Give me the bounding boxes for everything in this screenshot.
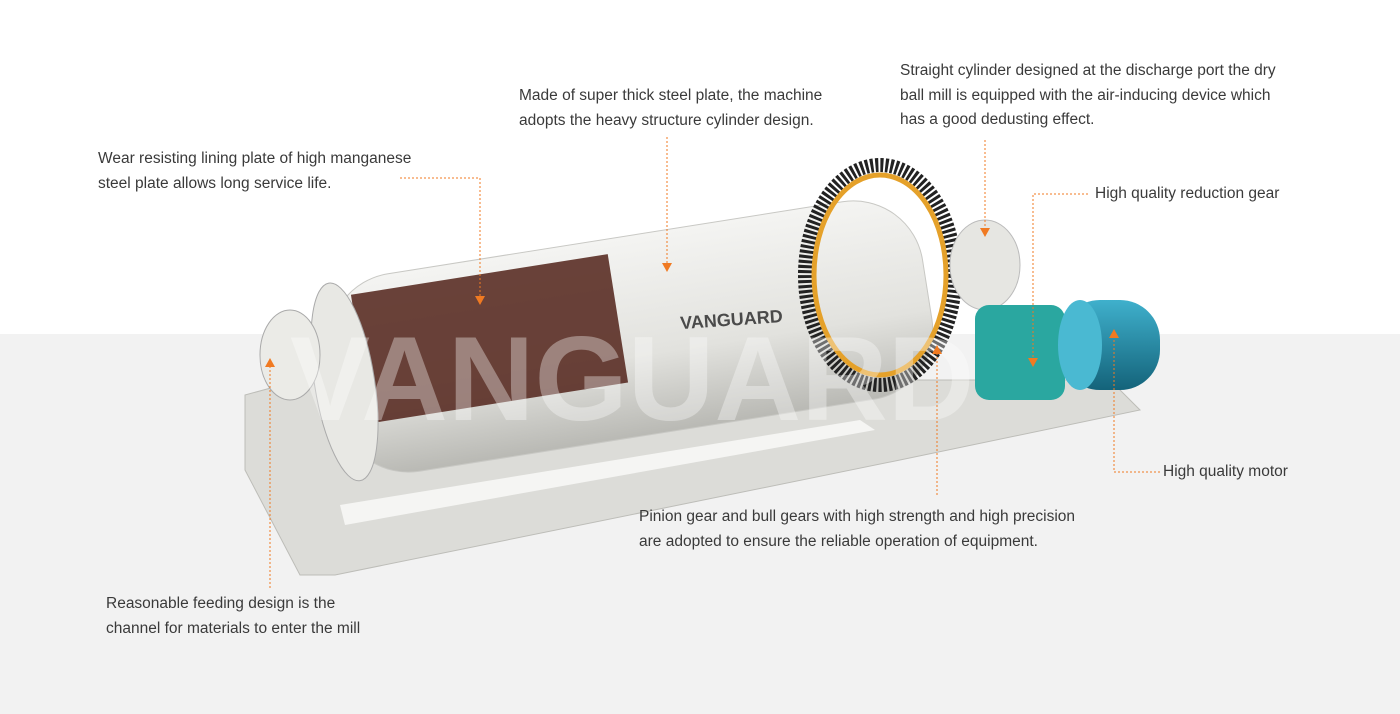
leader-arrows [265, 228, 1119, 367]
annotation-line: Reasonable feeding design is the [106, 595, 336, 612]
annotation-line: Made of super thick steel plate, the mac… [519, 87, 823, 104]
arrow-up-icon [1109, 329, 1119, 338]
annotation-line: Wear resisting lining plate of high mang… [98, 150, 412, 167]
leader-line-lining [400, 177, 481, 298]
annotation-line: High quality motor [1163, 463, 1288, 480]
lining-plate-cutaway [350, 254, 629, 424]
annotation-motor: High quality motor [1163, 460, 1288, 485]
arrow-up-icon [265, 358, 275, 367]
leader-line-motor [1113, 336, 1160, 473]
annotation-line: channel for materials to enter the mill [106, 619, 361, 637]
annotation-line: ball mill is equipped with the air-induc… [900, 86, 1271, 104]
annotation-line: has a good dedusting effect. [900, 111, 1095, 128]
annotation-line: Pinion gear and bull gears with high str… [639, 508, 1076, 525]
annotation-line: are adopted to ensure the reliable opera… [639, 532, 1038, 550]
cylinder-end-cap [310, 282, 379, 482]
feed-inlet [259, 309, 321, 401]
watermark: VANGUARD [290, 312, 974, 446]
annotation-reduction-gear: High quality reduction gear [1095, 182, 1279, 207]
annotation-line: steel plate allows long service life. [98, 174, 332, 192]
arrow-up-icon [932, 345, 942, 354]
annotation-line: Straight cylinder designed at the discha… [900, 62, 1276, 79]
annotation-lining: Wear resisting lining plate of high mang… [98, 147, 411, 196]
annotation-feeding: Reasonable feeding design is the channel… [106, 592, 360, 641]
arrow-down-icon [662, 263, 672, 272]
mill-cylinder [310, 200, 934, 482]
annotation-line: High quality reduction gear [1095, 185, 1280, 202]
leader-lines [269, 137, 1160, 588]
arrow-down-icon [1028, 358, 1038, 367]
reduction-gearbox [975, 305, 1065, 400]
base-frame-opening [340, 420, 875, 525]
annotation-line: adopts the heavy structure cylinder desi… [519, 111, 814, 129]
annotation-cylinder: Made of super thick steel plate, the mac… [519, 84, 822, 133]
annotation-pinion: Pinion gear and bull gears with high str… [639, 505, 1075, 554]
leader-line-reduction-gear [1032, 193, 1088, 360]
annotation-discharge: Straight cylinder designed at the discha… [900, 59, 1276, 133]
motor-end-face [1058, 300, 1102, 390]
bull-gear-ring [811, 172, 949, 378]
arrow-down-icon [980, 228, 990, 237]
arrow-down-icon [475, 296, 485, 305]
